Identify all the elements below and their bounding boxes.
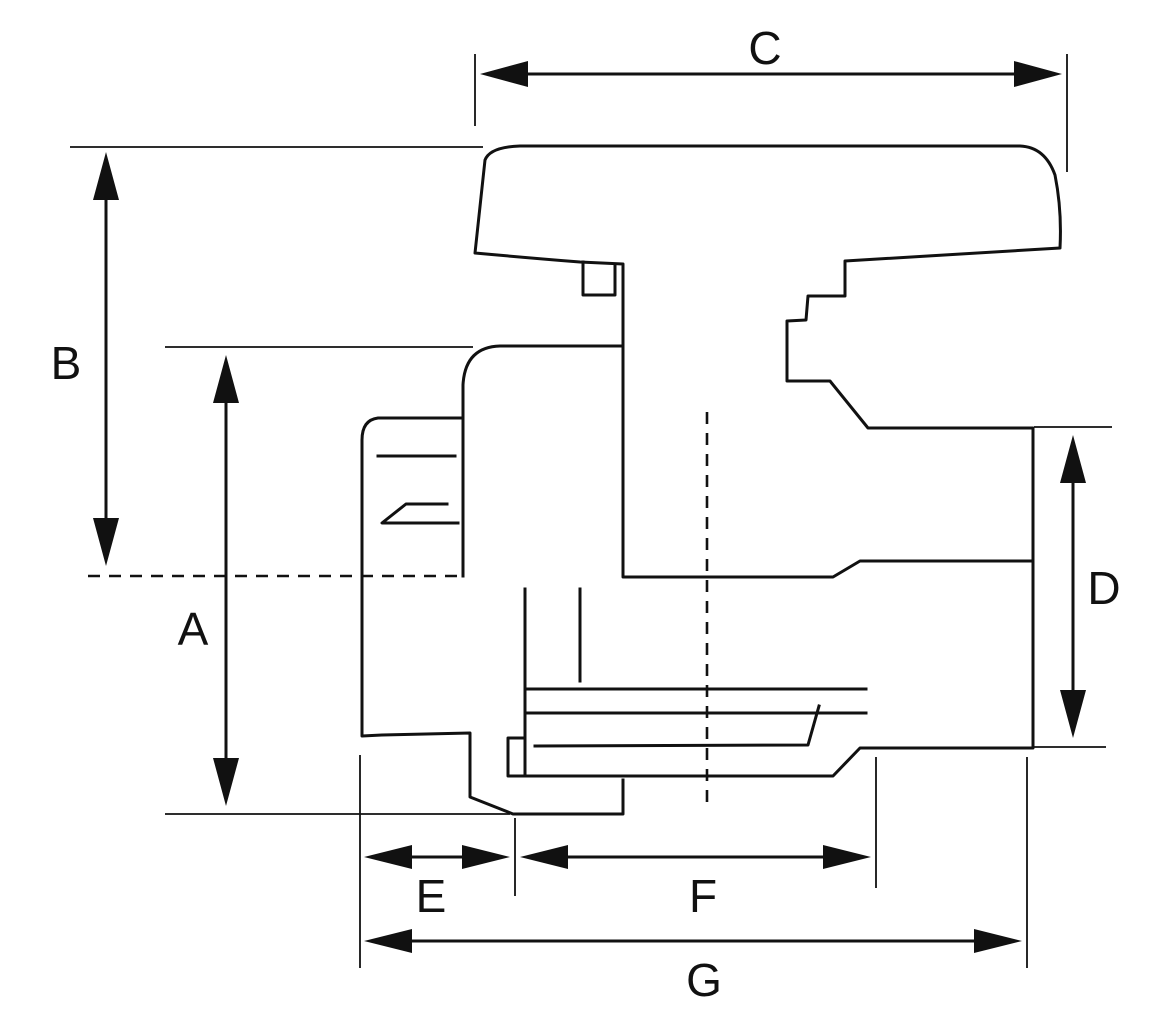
- grip-line-lower: [380, 502, 460, 525]
- arrowhead: [1060, 690, 1086, 738]
- arrowhead: [1060, 435, 1086, 483]
- label-f: F: [689, 870, 717, 922]
- handle-outline: [473, 144, 1062, 579]
- arrowhead: [364, 929, 412, 953]
- dimension-g: [364, 929, 1022, 953]
- arrowhead: [213, 355, 239, 403]
- extension-lines: [70, 54, 1112, 968]
- dimension-e: [364, 845, 510, 869]
- dimension-f: [520, 845, 871, 869]
- dimension-d: [1060, 435, 1086, 738]
- dimension-b: [93, 152, 119, 566]
- label-g: G: [686, 954, 722, 1006]
- dimension-a: [213, 355, 239, 806]
- arrowhead: [462, 845, 510, 869]
- dimension-c: [480, 61, 1062, 87]
- arrowhead: [520, 845, 568, 869]
- label-c: C: [748, 22, 781, 74]
- arrowhead: [480, 61, 528, 87]
- handle-notch: [581, 260, 617, 297]
- label-d: D: [1087, 562, 1120, 614]
- label-b: B: [51, 337, 82, 389]
- arrowhead: [213, 758, 239, 806]
- arrowhead: [974, 929, 1022, 953]
- arrowhead: [823, 845, 871, 869]
- arrowhead: [93, 518, 119, 566]
- valve-outline: [360, 144, 1062, 816]
- label-e: E: [416, 870, 447, 922]
- left-housing: [360, 416, 625, 816]
- arrowhead: [364, 845, 412, 869]
- inner-line-3: [533, 704, 821, 748]
- upper-port-block: [461, 344, 625, 578]
- label-a: A: [178, 603, 209, 655]
- lower-body-right: [506, 559, 1035, 778]
- arrowhead: [93, 152, 119, 200]
- arrowhead: [1014, 61, 1062, 87]
